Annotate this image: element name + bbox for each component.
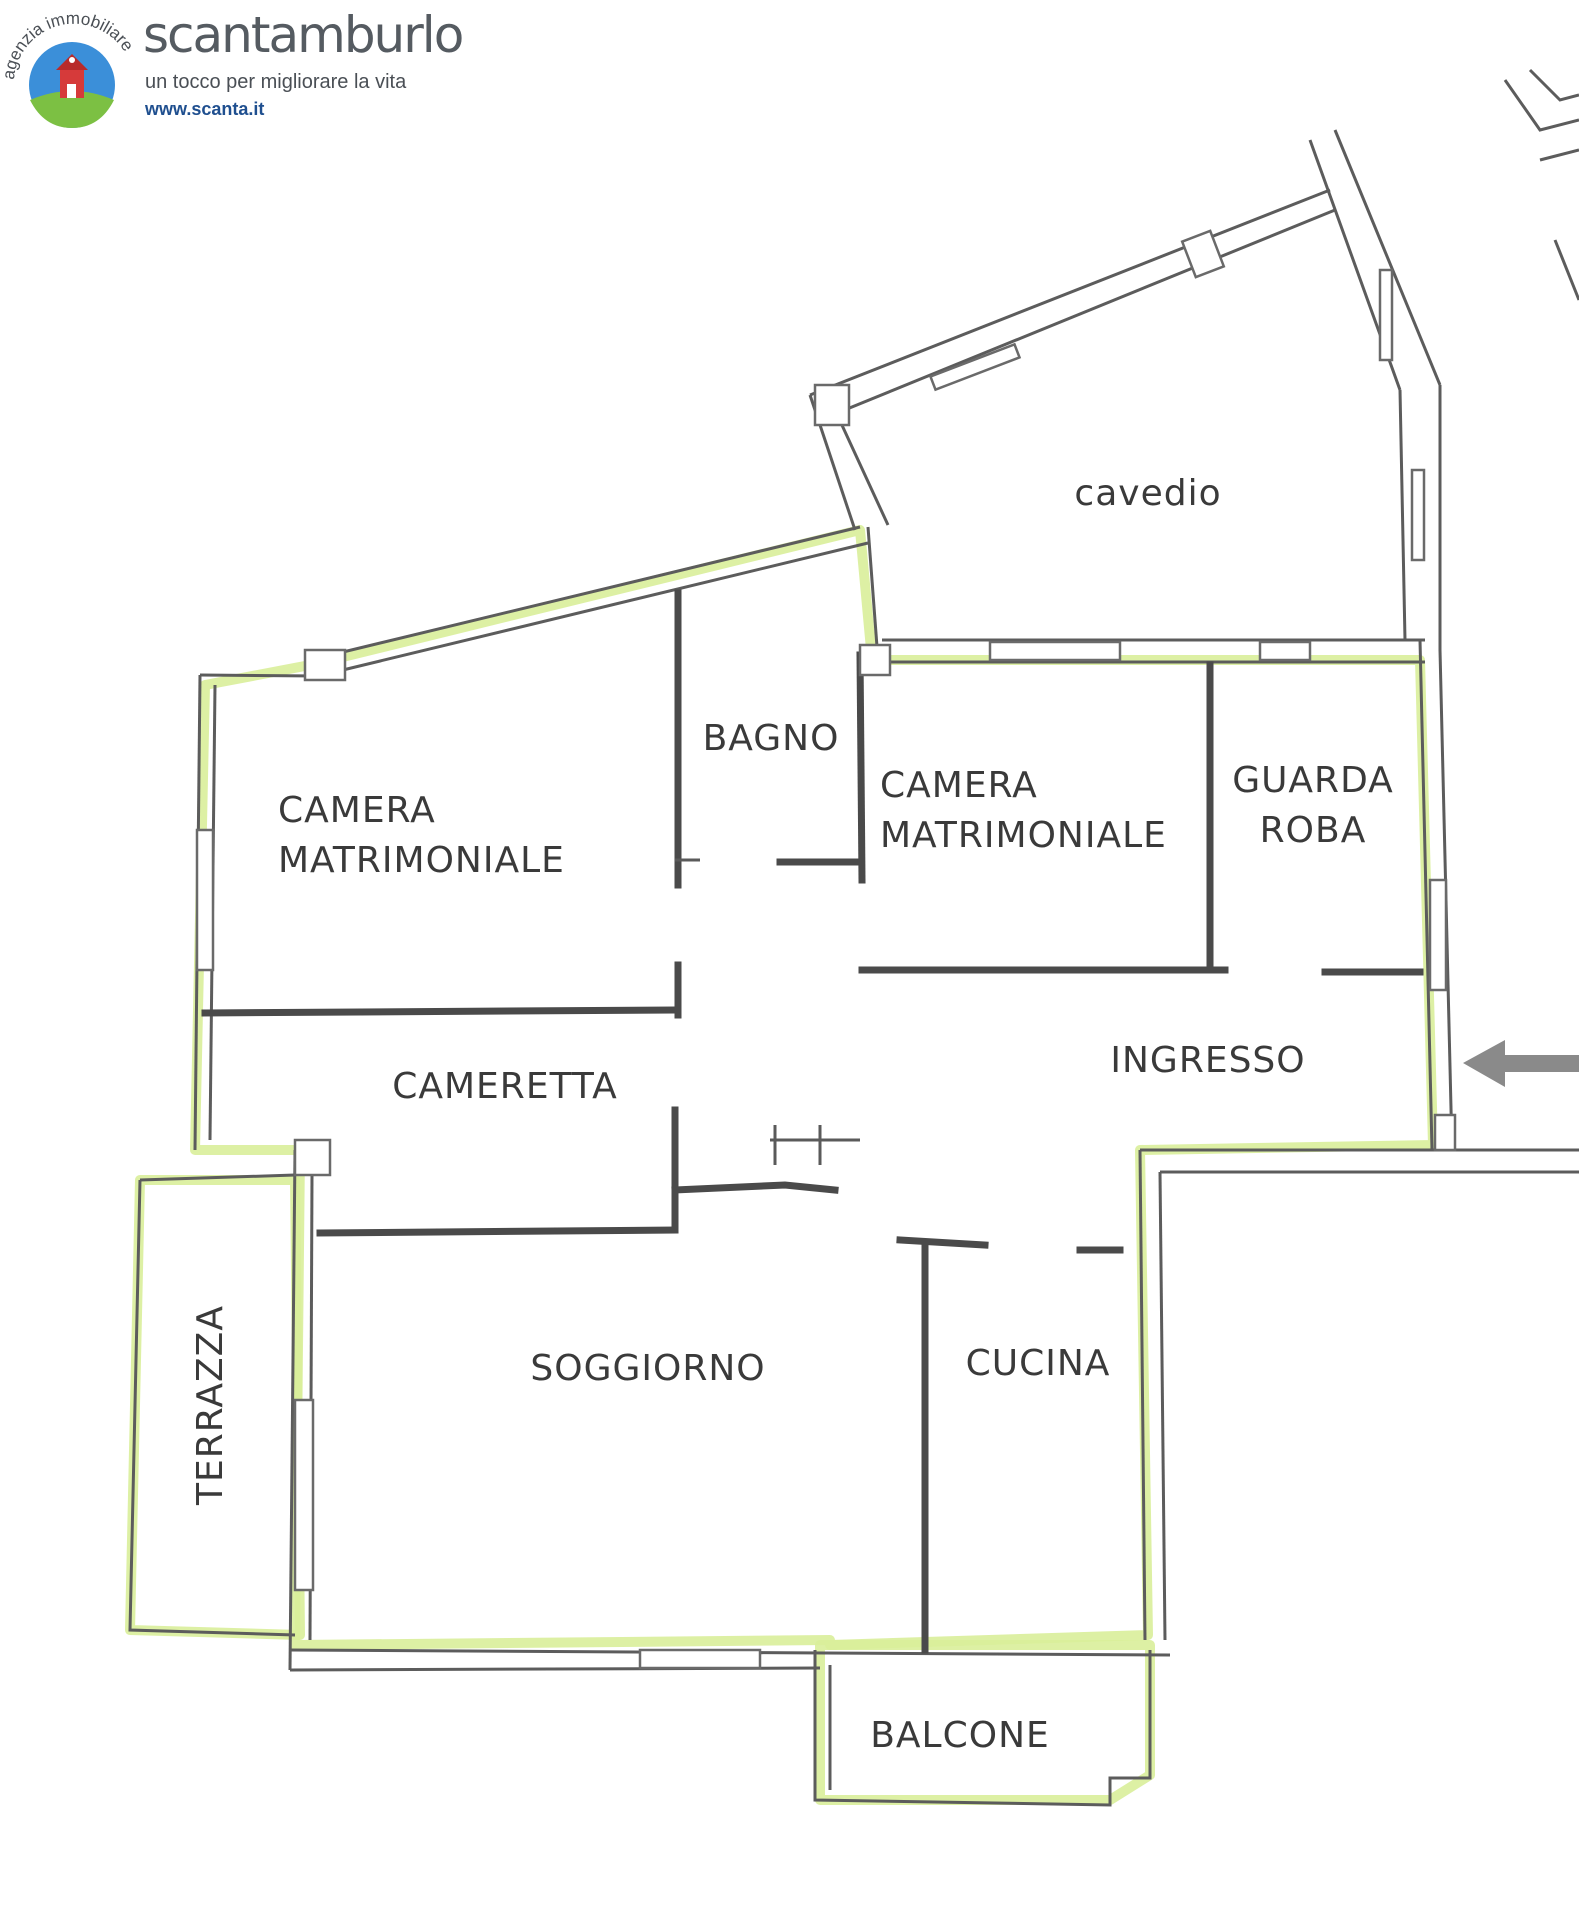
room-label-camera-center-1: CAMERA [880,765,1038,806]
room-label-guardaroba-1: GUARDA [1232,760,1394,801]
room-label-balcone: BALCONE [870,1715,1050,1756]
room-label-cavedio: cavedio [1074,473,1221,514]
room-label-guardaroba-2: ROBA [1260,810,1367,851]
exterior-walls [128,525,1579,1807]
room-label-ingresso: INGRESSO [1110,1040,1305,1081]
room-label-camera-left-2: MATRIMONIALE [278,840,565,881]
agency-emblem-icon: agenzia immobiliare [0,9,137,128]
room-label-bagno: BAGNO [703,718,840,759]
room-label-terrazza: TERRAZZA [190,1305,231,1506]
brand-url[interactable]: www.scanta.it [145,99,265,119]
cavedio-walls [808,68,1579,650]
interior-walls [201,589,1424,1654]
room-label-camera-left-1: CAMERA [278,790,436,831]
agency-logo: agenzia immobiliare scantamburlo un tocc… [0,0,464,130]
brand-name: scantamburlo [143,6,464,64]
room-label-cameretta: CAMERETTA [392,1066,618,1107]
brand-tagline: un tocco per migliorare la vita [145,71,407,93]
room-label-camera-center-2: MATRIMONIALE [880,815,1167,856]
exterior-windows [195,640,1457,1670]
room-label-soggiorno: SOGGIORNO [530,1348,765,1389]
room-label-cucina: CUCINA [966,1343,1111,1384]
entrance-arrow-icon [1463,1040,1579,1087]
room-labels: cavedio BAGNO CAMERA MATRIMONIALE CAMERA… [190,473,1394,1756]
